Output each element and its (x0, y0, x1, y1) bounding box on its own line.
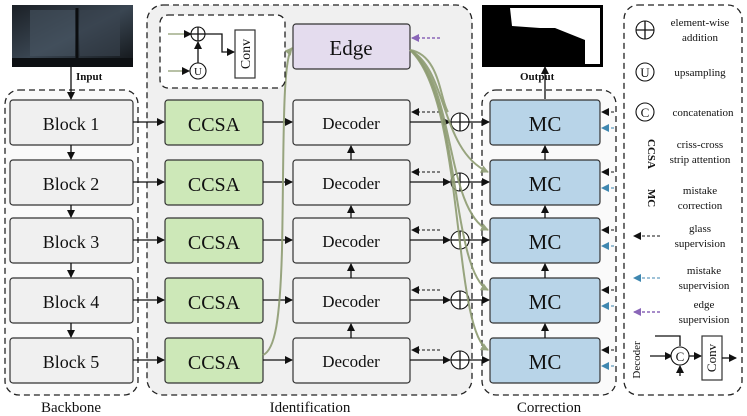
block-5-label: Block 5 (43, 352, 100, 372)
legend-ccsa-desc1: criss-cross (677, 139, 723, 151)
legend-mistake-supervision: mistake supervision (633, 265, 730, 292)
legend-mc-abbr: MC (645, 189, 657, 207)
backbone-block-4: Block 4 (9, 277, 134, 324)
output-mask (482, 5, 603, 67)
decoder-5: Decoder (292, 337, 411, 384)
conv-detail-diagram: U Conv (168, 26, 256, 80)
legend-glass-line1: glass (689, 223, 711, 235)
edge-label: Edge (329, 36, 372, 60)
upsample-symbol: U (194, 66, 202, 78)
addition-node-1 (450, 112, 470, 132)
decoder-1: Decoder (292, 99, 411, 146)
mc-3-label: MC (529, 230, 562, 254)
mc-module-4: MC (489, 277, 601, 324)
decoder-2: Decoder (292, 159, 411, 206)
legend-upsampling-symbol: U (640, 65, 650, 80)
mc-2-label: MC (529, 172, 562, 196)
decoder-4-label: Decoder (322, 292, 380, 311)
legend-ccsa-desc2: strip attention (670, 154, 731, 166)
edge-to-mc2-path (409, 49, 489, 173)
backbone-caption: Backbone (41, 400, 101, 416)
ccsa-1-label: CCSA (188, 114, 241, 136)
legend-concatenation: C concatenation (635, 102, 734, 122)
mc-5-label: MC (529, 350, 562, 374)
legend-upsampling: U upsampling (635, 62, 726, 82)
mc-module-1: MC (489, 99, 601, 146)
legend-decoder-diagram: Decoder C Conv (631, 335, 737, 381)
ccsa-module-2: CCSA (164, 159, 264, 206)
legend-edge-line2: supervision (679, 314, 730, 326)
legend-decoder-conv: Conv (704, 343, 719, 372)
edge-to-mc5-path (409, 49, 489, 351)
legend-mc: MC mistake correction (645, 185, 723, 212)
block-1-label: Block 1 (43, 114, 100, 134)
output-label: Output (520, 71, 555, 83)
mc-module-2: MC (489, 159, 601, 206)
ccsa-2-label: CCSA (188, 174, 241, 196)
ccsa-module-4: CCSA (164, 277, 264, 324)
edge-to-mc3-path (409, 49, 489, 231)
decoder-3: Decoder (292, 217, 411, 264)
edge-to-mc1-path (409, 49, 449, 113)
backbone-block-5: Block 5 (9, 337, 134, 384)
input-image (12, 5, 133, 67)
legend-mc-desc1: mistake (683, 185, 717, 197)
legend-addition-line2: addition (682, 32, 719, 44)
decoder-3-label: Decoder (322, 232, 380, 251)
legend-concatenation-symbol: C (641, 105, 650, 120)
legend-mc-desc2: correction (678, 200, 723, 212)
block-4-label: Block 4 (43, 292, 100, 312)
addition-node-4 (450, 290, 470, 310)
legend-edge-line1: edge (694, 299, 715, 311)
ccsa5-to-edge-path (262, 47, 293, 356)
mc-1-label: MC (529, 112, 562, 136)
legend-glass-line2: supervision (675, 238, 726, 250)
ccsa-module-1: CCSA (164, 99, 264, 146)
legend-edge-supervision: edge supervision (633, 299, 730, 326)
legend-decoder-concat: C (676, 349, 685, 364)
input-label: Input (76, 71, 103, 83)
identification-caption: Identification (270, 400, 351, 416)
mc-module-3: MC (489, 217, 601, 264)
decoder-5-label: Decoder (322, 352, 380, 371)
decoder-2-label: Decoder (322, 174, 380, 193)
ccsa-module-3: CCSA (164, 217, 264, 264)
backbone-block-1: Block 1 (9, 99, 134, 146)
legend-glass-supervision: glass supervision (633, 223, 726, 250)
ccsa-5-label: CCSA (188, 352, 241, 374)
conv-detail-label: Conv (239, 39, 254, 69)
addition-node-5 (450, 350, 470, 370)
block-2-label: Block 2 (43, 174, 100, 194)
ccsa-module-5: CCSA (164, 337, 264, 384)
ccsa-4-label: CCSA (188, 292, 241, 314)
mc-module-5: MC (489, 337, 601, 384)
legend-ccsa: CCSA criss-cross strip attention (645, 139, 731, 169)
legend-panel (623, 4, 743, 396)
edge-module: Edge (292, 23, 411, 70)
legend-mistake-line2: supervision (679, 280, 730, 292)
backbone-block-2: Block 2 (9, 159, 134, 206)
decoder-4: Decoder (292, 277, 411, 324)
legend-concatenation-text: concatenation (672, 107, 734, 119)
mc-4-label: MC (529, 290, 562, 314)
decoder-1-label: Decoder (322, 114, 380, 133)
legend-mistake-line1: mistake (687, 265, 721, 277)
correction-caption: Correction (517, 400, 582, 416)
backbone-block-3: Block 3 (9, 217, 134, 264)
block-3-label: Block 3 (43, 232, 100, 252)
ccsa-3-label: CCSA (188, 232, 241, 254)
legend-addition: element-wise addition (635, 17, 730, 44)
legend-ccsa-abbr: CCSA (645, 139, 657, 169)
legend-upsampling-text: upsampling (674, 67, 726, 79)
legend-addition-line1: element-wise (671, 17, 730, 29)
legend-decoder-rotated: Decoder (631, 341, 643, 379)
